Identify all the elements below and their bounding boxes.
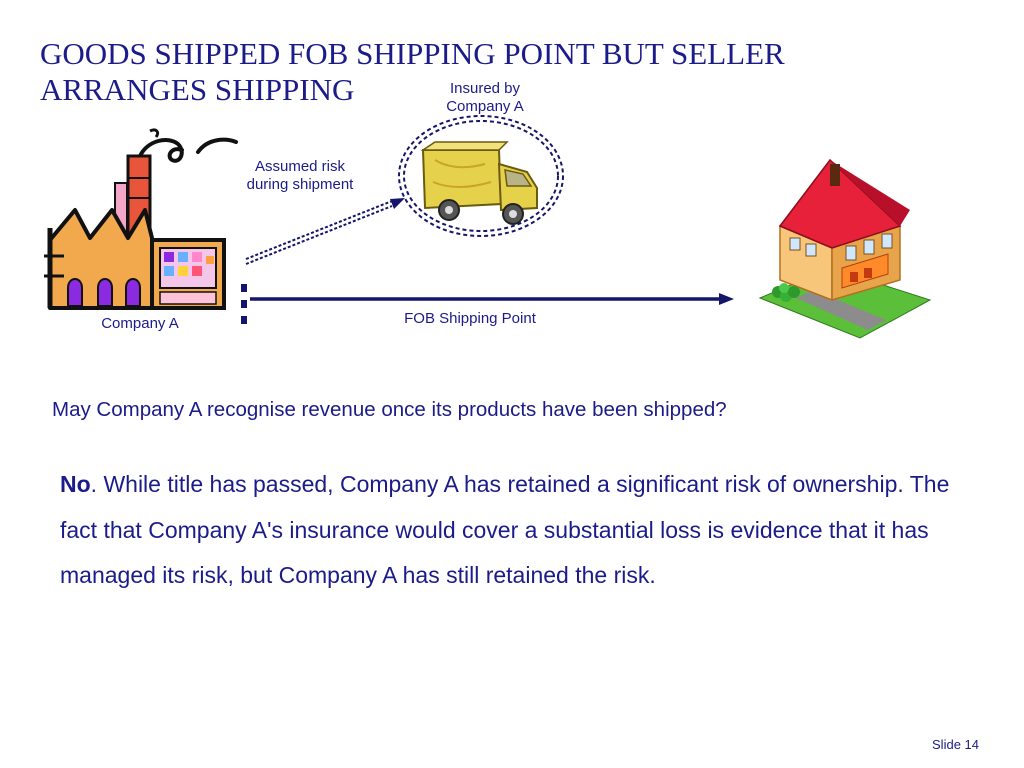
company-label: Company A bbox=[101, 315, 179, 332]
answer-lead: No bbox=[60, 471, 91, 497]
slide-title: GOODS SHIPPED FOB SHIPPING POINT BUT SEL… bbox=[40, 36, 785, 107]
answer-text: No. While title has passed, Company A ha… bbox=[60, 462, 980, 599]
factory-icon bbox=[44, 128, 238, 310]
insured-label-line2: Company A bbox=[446, 98, 524, 115]
insured-label: Insured by Company A bbox=[420, 80, 550, 116]
slide-number: Slide 14 bbox=[932, 737, 979, 752]
insured-label-line1: Insured by bbox=[449, 80, 521, 97]
truck-icon bbox=[398, 115, 564, 237]
answer-body: . While title has passed, Company A has … bbox=[60, 471, 950, 588]
assumed-risk-label-line1: Assumed risk bbox=[254, 158, 346, 175]
assumed-risk-label: Assumed risk during shipment bbox=[230, 158, 370, 194]
question-text: May Company A recognise revenue once its… bbox=[52, 398, 727, 421]
house-icon bbox=[758, 158, 932, 339]
assumed-risk-label-line2: during shipment bbox=[246, 176, 354, 193]
fob-label: FOB Shipping Point bbox=[404, 310, 536, 327]
